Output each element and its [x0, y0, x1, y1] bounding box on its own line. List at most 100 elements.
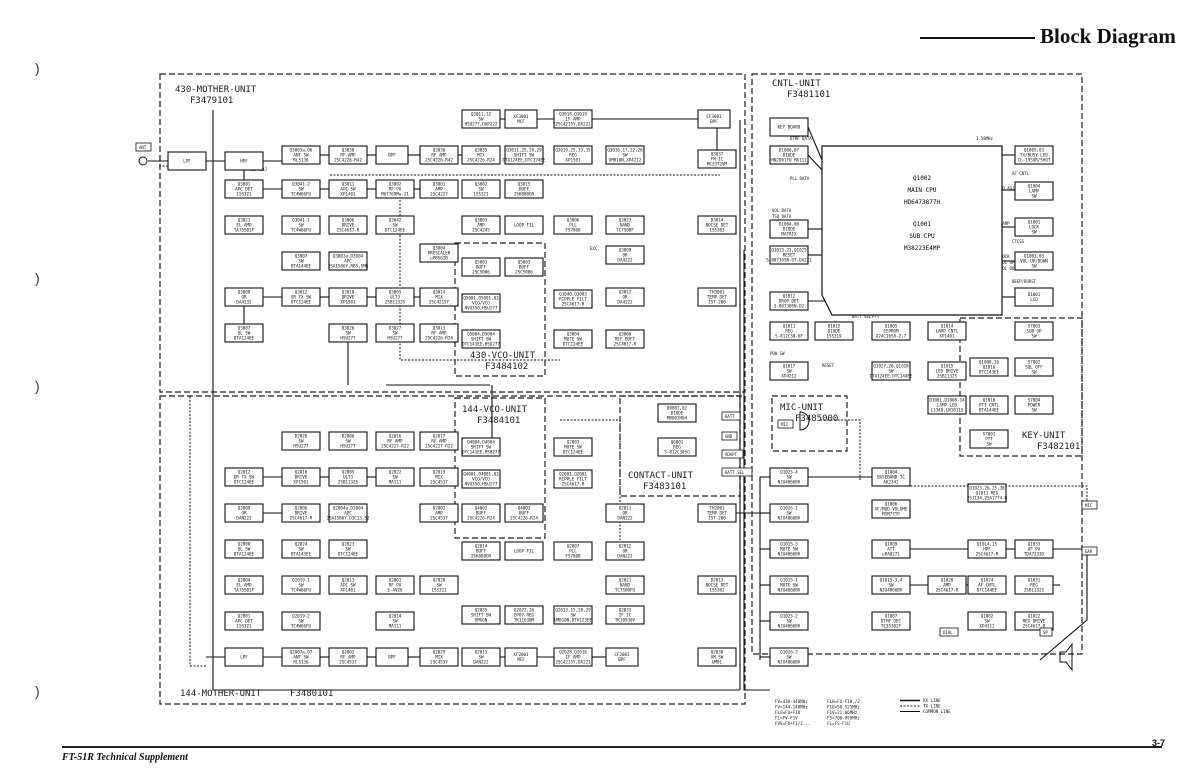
block-frame	[504, 215, 544, 235]
block-label: Q5001,D5001,03	[463, 296, 499, 301]
block-label: S7004	[1028, 398, 1041, 403]
block-label: TK11630M	[514, 618, 535, 623]
unit-umic	[771, 395, 848, 452]
legend-note: FVV=FV+F1/2...	[775, 721, 810, 726]
connector-frame	[939, 627, 959, 637]
block-frame	[461, 647, 501, 667]
block-frame	[281, 611, 321, 631]
block-label: HPF	[983, 547, 991, 552]
block-label: Q5004,D5004	[467, 332, 495, 337]
block-label: BUFF	[476, 265, 487, 270]
block-label: SUB OP	[1026, 329, 1042, 334]
unit-part: F3483101	[643, 482, 686, 492]
block-label: Q2001	[238, 614, 251, 619]
block-label: Q1015	[941, 364, 954, 369]
block-label: D3014	[711, 218, 724, 223]
block-label: Q4003	[518, 506, 531, 511]
block-label: Q2014	[475, 544, 488, 549]
block-label: Q3035	[475, 148, 488, 153]
block-label: Q1006	[885, 502, 898, 507]
block-frame	[461, 293, 501, 313]
block-frame	[461, 605, 501, 625]
block-frame	[328, 503, 368, 523]
block-label: 2SC4537	[430, 480, 448, 485]
block-label: FS7808	[565, 554, 581, 559]
block-label: DTA124EE,DTC144EE	[870, 374, 913, 379]
block-label: 2SC4226-R42	[425, 158, 453, 163]
block-label: NAND	[620, 583, 631, 588]
block-label: Q3041-1	[292, 218, 310, 223]
block-label: 2SB1132S	[937, 374, 958, 379]
block-label: LOOP FIL	[514, 223, 535, 228]
block-label: Q3010	[342, 290, 355, 295]
block-label: REG	[673, 445, 681, 450]
block-label: RF PA	[389, 583, 402, 588]
block-frame	[553, 437, 593, 457]
block-frame	[927, 361, 967, 381]
block-label: TC7S00FU	[615, 588, 636, 593]
signal-label: VOL UP	[1000, 260, 1015, 265]
block-label: 2SA1586Y,D3C23,S2	[327, 516, 370, 521]
block-label: MIX	[435, 295, 443, 300]
block-label: Q1025-2	[780, 614, 798, 619]
block-label: SW	[478, 655, 484, 660]
block-label: MCF	[517, 119, 525, 124]
block-label: REG	[569, 153, 577, 158]
cpu-label: MAIN CPU	[908, 187, 937, 194]
connector-label: DIAL	[943, 630, 953, 635]
block-label: Q2004	[238, 578, 251, 583]
block-label: Q3015	[518, 182, 531, 187]
block-frame	[281, 287, 321, 307]
block-label: Q3002	[475, 182, 488, 187]
block-frame	[419, 287, 459, 307]
block-label: SW	[298, 223, 304, 228]
legend-note: FV=430-440MHz	[775, 699, 808, 704]
block-frame	[224, 503, 264, 523]
block-label: Q2013	[475, 650, 488, 655]
block-label: Q3018,Q3019	[559, 112, 587, 117]
block-label: XP1401	[340, 192, 356, 197]
block-label: Q5003	[518, 260, 531, 265]
block-label: MUTE SW	[780, 547, 798, 552]
block-frame	[871, 467, 911, 487]
block-frame	[1014, 357, 1054, 377]
block-label: MUTE SW	[564, 445, 582, 450]
connector-label: EAR	[1085, 549, 1093, 554]
block-label: DAN222	[236, 516, 252, 521]
block-frame	[553, 145, 593, 165]
block-frame	[1014, 395, 1054, 415]
block-label: Q1024	[981, 578, 994, 583]
block-frame	[281, 179, 321, 199]
block-label: MA111	[389, 624, 402, 629]
block-frame	[461, 257, 501, 277]
block-label: SW	[986, 442, 992, 447]
block-label: LAMP CNTL	[936, 329, 959, 334]
block-label: TEMP DET	[707, 295, 728, 300]
block-label: XP1501	[565, 158, 581, 163]
block-label: D0001,02	[667, 406, 688, 411]
block-label: 2SC4226-R24	[467, 516, 495, 521]
block-frame	[419, 647, 459, 667]
block-label: D1006,07	[779, 148, 800, 153]
